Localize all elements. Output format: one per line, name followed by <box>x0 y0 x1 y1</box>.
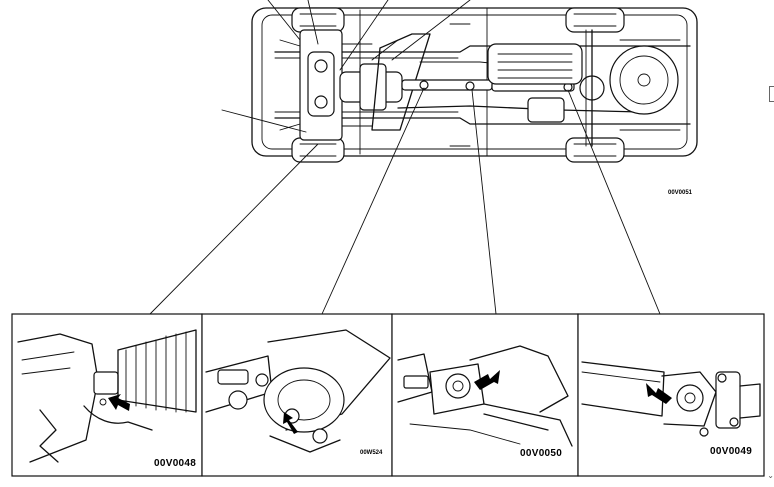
arrow-indicator <box>108 394 130 411</box>
propeller-shaft <box>401 79 575 92</box>
detail-1-front-joint: 00V0048 <box>17 329 197 469</box>
scroll-down-icon[interactable]: ⌄ <box>767 471 774 480</box>
fuel-tank <box>487 43 583 85</box>
leader-lines-details <box>149 87 661 315</box>
vehicle-underside-illustration <box>251 7 698 163</box>
scrollbar-edge[interactable] <box>769 86 774 102</box>
rear-differential <box>579 29 605 147</box>
detail-3-universal-joint: 00V0050 <box>397 345 573 459</box>
overview-code: 00V0051 <box>668 190 693 196</box>
rear-right-wheel <box>565 137 625 163</box>
detail-2-shaft-yoke: 00W524 <box>205 329 391 456</box>
arrow-indicator <box>283 412 298 434</box>
detail-3-code: 00V0050 <box>520 448 562 459</box>
spare-tire <box>609 45 679 115</box>
detail-2-code: 00W524 <box>360 450 383 456</box>
front-axle-assembly <box>279 29 373 141</box>
arrow-indicator <box>474 370 500 390</box>
detail-4-code: 00V0049 <box>710 446 752 457</box>
transmission <box>339 39 403 111</box>
leader-lines-top <box>221 0 471 133</box>
arrow-indicator <box>646 383 672 404</box>
muffler <box>527 97 565 123</box>
front-left-wheel <box>291 7 345 33</box>
detail-1-code: 00V0048 <box>154 458 196 469</box>
front-right-wheel <box>291 137 345 163</box>
detail-4-flange-joint: 00V0049 <box>581 361 761 457</box>
rear-left-wheel <box>565 7 625 33</box>
